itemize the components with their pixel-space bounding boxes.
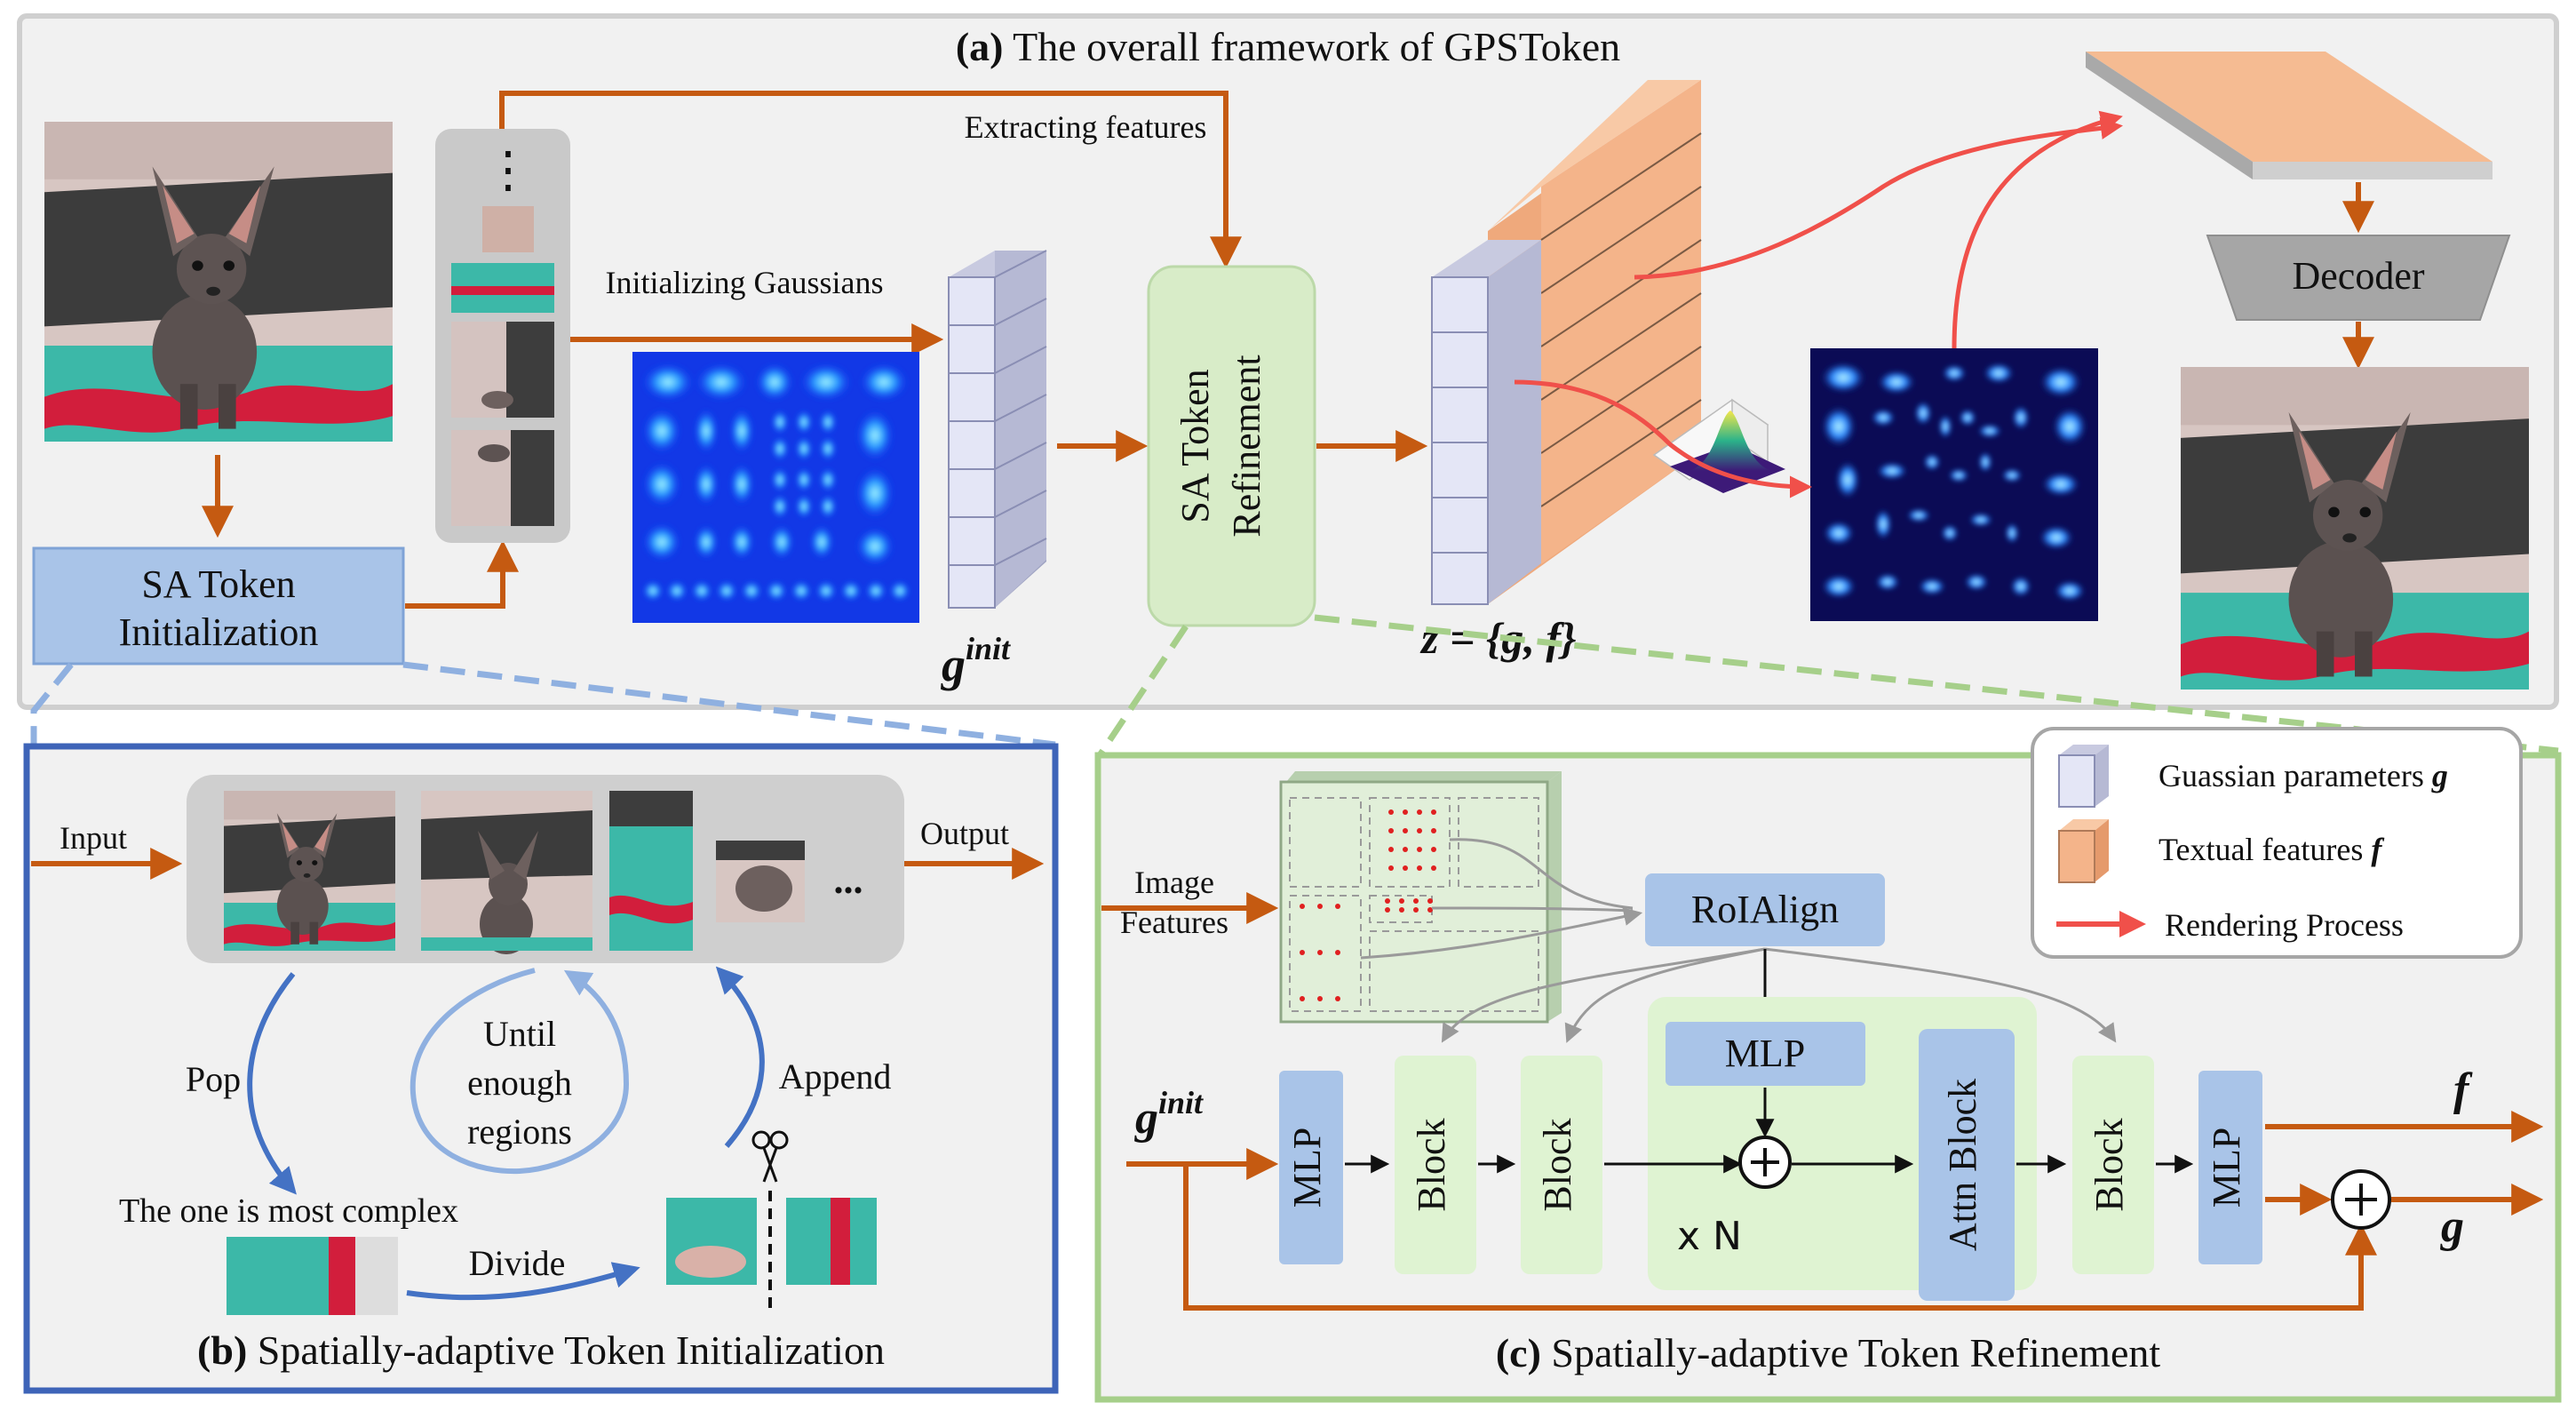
initializing-gaussians-label: Initializing Gaussians <box>606 265 884 300</box>
block-2-box: Block <box>1521 1056 1602 1274</box>
patch-column: ⋮ <box>435 129 570 543</box>
decoder-label: Decoder <box>2292 254 2424 298</box>
dashed-connector-b-left <box>30 662 74 745</box>
roialign-label: RoIAlign <box>1691 888 1839 931</box>
scissors-icon <box>751 1130 789 1183</box>
initial-gaussian-map <box>632 352 919 623</box>
block-3-label: Block <box>2087 1118 2131 1211</box>
gaussian-3d-plot <box>1652 398 1785 493</box>
skip-connection <box>1183 1164 2377 1311</box>
sa-token-refinement-line1: SA Token <box>1173 369 1217 522</box>
extracting-features-label: Extracting features <box>965 109 1207 145</box>
divide-label: Divide <box>469 1243 566 1283</box>
mlp-right-box: MLP <box>2198 1071 2262 1264</box>
block-2-label: Block <box>1536 1118 1579 1211</box>
block-1-box: Block <box>1395 1056 1476 1274</box>
attn-block-label: Attn Block <box>1941 1079 1984 1251</box>
feature-map <box>1279 771 1643 1024</box>
input-image <box>44 122 393 442</box>
mlp-left-label: MLP <box>1285 1128 1329 1208</box>
decoder-box: Decoder <box>2206 235 2511 321</box>
legend-gaussian-icon <box>2058 745 2109 808</box>
queue-ellipsis: ... <box>834 858 863 902</box>
most-complex-patch <box>227 1237 398 1315</box>
add-node-inner <box>1738 1136 1792 1189</box>
g-init-token-stack <box>948 250 1047 609</box>
region-queue: ... <box>187 775 904 963</box>
append-arrow <box>715 966 765 1148</box>
panel-b: Input Output <box>23 743 1059 1394</box>
input-label: Input <box>60 820 127 856</box>
until-line2: enough <box>467 1063 572 1103</box>
arrow-extracting-features <box>499 91 1242 269</box>
sa-token-refinement-line2: Refinement <box>1225 355 1268 537</box>
legend-textual-label: Textual features f <box>2159 832 2384 867</box>
render-curve-gaussians <box>1514 379 1812 498</box>
g-init-label: ginit <box>941 631 1011 691</box>
block-1-label: Block <box>1410 1118 1453 1211</box>
divided-patches <box>666 1130 877 1311</box>
queue-patch-2 <box>421 791 592 954</box>
queue-patch-4 <box>716 841 805 922</box>
times-n-label: x N <box>1677 1214 1742 1259</box>
sa-token-initialization-box: SA Token Initialization <box>32 546 405 666</box>
output-image <box>2181 367 2529 690</box>
roialign-fanout <box>1441 947 2117 1043</box>
f-out-label: f <box>2453 1064 2473 1115</box>
roialign-box: RoIAlign <box>1645 873 1885 946</box>
z-equation: z = {g, f} <box>1419 613 1576 663</box>
z-token-stack <box>1431 80 1702 605</box>
pop-arrow <box>247 972 297 1195</box>
dashed-connector-c-left <box>1097 625 1189 757</box>
render-curve-features <box>1634 117 2123 280</box>
arrow-init-to-patches <box>405 539 519 609</box>
mlp-right-label: MLP <box>2205 1128 2248 1208</box>
legend-render-label: Rendering Process <box>2165 907 2404 943</box>
patch-1 <box>482 206 534 252</box>
panel-a: (a) The overall framework of GPSToken SA… <box>17 13 2559 710</box>
rendered-gaussian-map <box>1810 348 2098 621</box>
add-node-outer <box>2331 1169 2391 1230</box>
patch-ellipsis: ⋮ <box>483 143 533 198</box>
c-g-init-label: ginit <box>1134 1085 1204 1144</box>
most-complex-label: The one is most complex <box>119 1192 458 1230</box>
legend-gaussian-label: Guassian parameters g <box>2159 758 2448 793</box>
queue-patch-1 <box>224 791 395 951</box>
mlp-top-box: MLP <box>1666 1022 1865 1086</box>
panel-a-title: (a) The overall framework of GPSToken <box>956 24 1620 69</box>
panel-b-title: (b) Spatially-adaptive Token Initializat… <box>197 1327 885 1373</box>
queue-patch-3 <box>609 791 693 951</box>
render-curve-map <box>1952 110 2123 349</box>
sa-token-refinement-box: SA Token Refinement <box>1147 265 1316 627</box>
g-out-label: g <box>2440 1201 2464 1252</box>
until-line3: regions <box>467 1112 572 1152</box>
until-loop-arrow <box>409 968 630 1175</box>
append-label: Append <box>779 1056 892 1096</box>
block-3-box: Block <box>2072 1056 2154 1274</box>
until-line1: Until <box>483 1014 556 1054</box>
rendered-feature-plane <box>2086 52 2493 179</box>
mlp-left-box: MLP <box>1279 1071 1343 1264</box>
pop-label: Pop <box>186 1059 241 1099</box>
panel-c: Guassian parameters g Textual features f… <box>1094 727 2562 1403</box>
panel-c-title: (c) Spatially-adaptive Token Refinement <box>1496 1330 2161 1375</box>
mlp-top-label: MLP <box>1725 1032 1805 1075</box>
sa-token-init-line1: SA Token <box>141 562 295 606</box>
output-label: Output <box>920 816 1009 851</box>
sa-token-init-line2: Initialization <box>119 610 319 654</box>
legend-textual-icon <box>2058 819 2109 883</box>
attn-block-box: Attn Block <box>1919 1029 2015 1301</box>
divide-arrow <box>406 1262 640 1301</box>
image-features-line1: Image <box>1134 865 1214 900</box>
dashed-connector-c-right <box>1314 614 2559 754</box>
legend: Guassian parameters g Textual features f… <box>2031 727 2523 959</box>
